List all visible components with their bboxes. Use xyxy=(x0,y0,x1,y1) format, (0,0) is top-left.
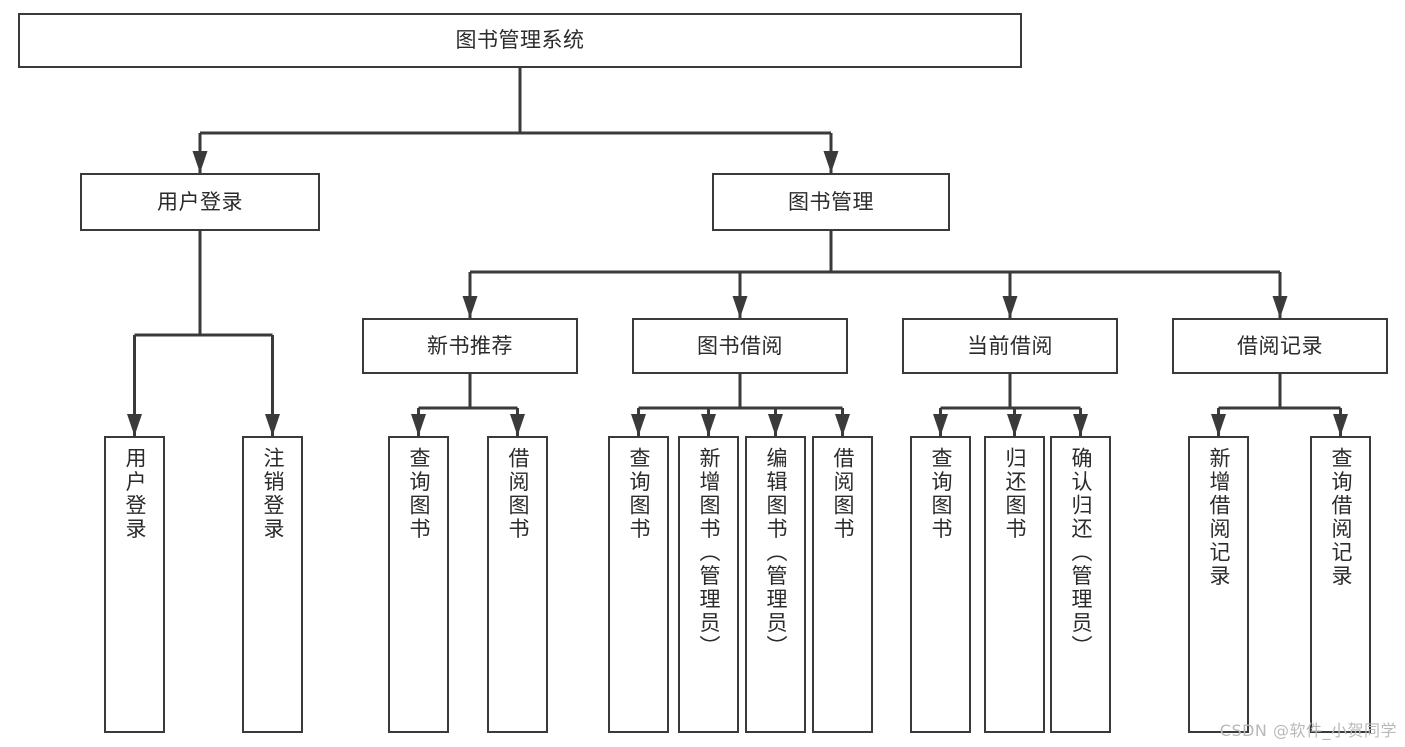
node-label: 查询借阅记录 xyxy=(1329,447,1353,588)
node-borrow[interactable]: 图书借阅 xyxy=(632,318,848,374)
node-bookmgmt[interactable]: 图书管理 xyxy=(712,173,950,231)
node-records[interactable]: 借阅记录 xyxy=(1172,318,1388,374)
connector-arrowhead xyxy=(1272,296,1288,318)
node-label: 借阅图书 xyxy=(506,447,530,541)
node-label: 查询图书 xyxy=(627,447,651,541)
connector-arrowhead xyxy=(265,414,280,436)
node-leaf-radd[interactable]: 新增借阅记录 xyxy=(1188,436,1249,733)
node-leaf-bq[interactable]: 查询图书 xyxy=(608,436,669,733)
node-label: 归还图书 xyxy=(1003,447,1027,541)
connector-arrowhead xyxy=(127,414,142,436)
node-label: 新书推荐 xyxy=(427,333,513,358)
node-leaf-logout[interactable]: 注销登录 xyxy=(242,436,303,733)
connector-arrowhead xyxy=(701,414,716,436)
node-leaf-nb-query[interactable]: 查询图书 xyxy=(388,436,449,733)
node-login[interactable]: 用户登录 xyxy=(80,173,320,231)
connector-arrowhead xyxy=(1333,414,1348,436)
node-label: 查询图书 xyxy=(929,447,953,541)
node-label: 注销登录 xyxy=(261,447,285,541)
connector-arrowhead xyxy=(768,414,783,436)
node-label: 用户登录 xyxy=(123,447,147,541)
node-newbook[interactable]: 新书推荐 xyxy=(362,318,578,374)
node-label: 确认归还（管理员） xyxy=(1069,447,1093,659)
connector-arrowhead xyxy=(732,296,748,318)
node-label: 查询图书 xyxy=(407,447,431,541)
connector-arrowhead xyxy=(510,414,525,436)
connector-arrowhead xyxy=(631,414,646,436)
connector-arrowhead xyxy=(1073,414,1088,436)
node-label: 图书管理系统 xyxy=(455,28,585,53)
node-leaf-cq[interactable]: 查询图书 xyxy=(910,436,971,733)
connector-arrowhead xyxy=(1007,414,1022,436)
node-label: 图书借阅 xyxy=(697,333,783,358)
connector-arrowhead xyxy=(1211,414,1226,436)
connector-arrowhead xyxy=(462,296,478,318)
node-leaf-bedit[interactable]: 编辑图书（管理员） xyxy=(745,436,806,733)
connector-arrowhead xyxy=(411,414,426,436)
node-label: 借阅记录 xyxy=(1237,333,1323,358)
node-leaf-nb-borrow[interactable]: 借阅图书 xyxy=(487,436,548,733)
node-label: 编辑图书（管理员） xyxy=(764,447,788,659)
node-label: 图书管理 xyxy=(788,189,874,214)
node-leaf-badd[interactable]: 新增图书（管理员） xyxy=(678,436,739,733)
node-label: 借阅图书 xyxy=(831,447,855,541)
node-leaf-creturn[interactable]: 归还图书 xyxy=(984,436,1045,733)
node-leaf-cconfirm[interactable]: 确认归还（管理员） xyxy=(1050,436,1111,733)
node-current[interactable]: 当前借阅 xyxy=(902,318,1118,374)
node-label: 新增图书（管理员） xyxy=(697,447,721,659)
node-leaf-login[interactable]: 用户登录 xyxy=(104,436,165,733)
node-leaf-bborrow[interactable]: 借阅图书 xyxy=(812,436,873,733)
node-root[interactable]: 图书管理系统 xyxy=(18,13,1022,68)
node-leaf-rquery[interactable]: 查询借阅记录 xyxy=(1310,436,1371,733)
connector-arrowhead xyxy=(192,151,208,173)
connector-arrowhead xyxy=(1002,296,1018,318)
connector-arrowhead xyxy=(823,151,839,173)
node-label: 当前借阅 xyxy=(967,333,1053,358)
node-label: 用户登录 xyxy=(157,189,243,214)
node-label: 新增借阅记录 xyxy=(1207,447,1231,588)
connector-arrowhead xyxy=(835,414,850,436)
connector-arrowhead xyxy=(933,414,948,436)
